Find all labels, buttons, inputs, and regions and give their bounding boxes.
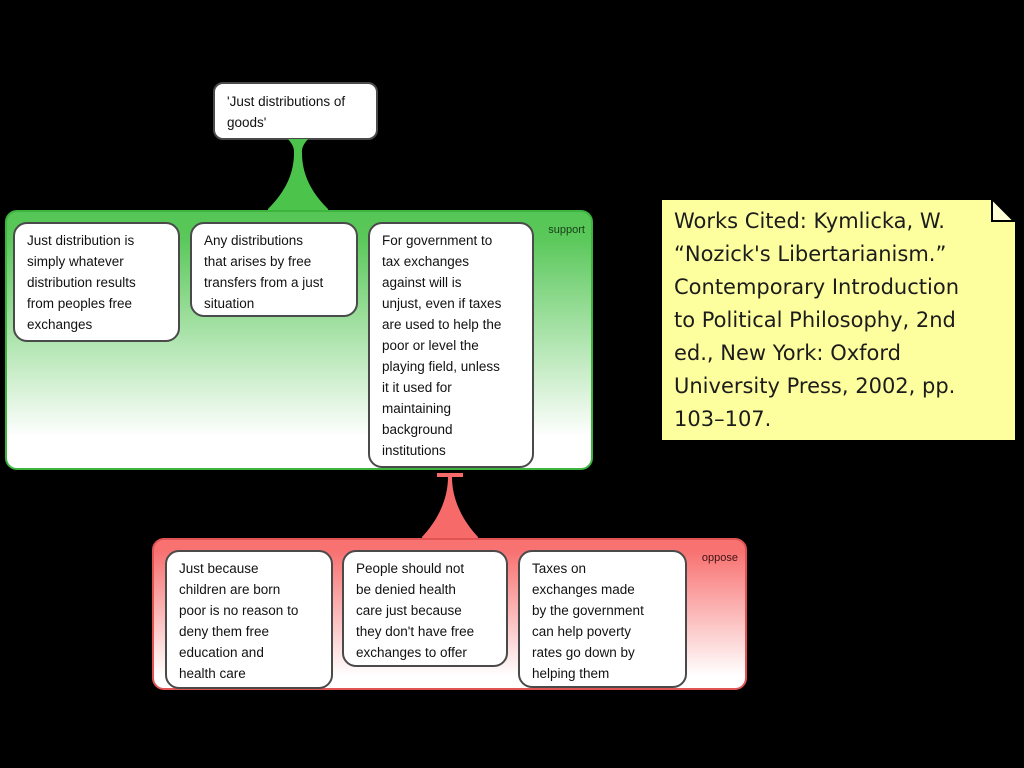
support-statement-3[interactable]: For government to tax exchanges against …: [368, 222, 534, 468]
works-cited-note[interactable]: Works Cited: Kymlicka, W. “Nozick's Libe…: [660, 198, 1017, 442]
support-statement-1[interactable]: Just distribution is simply whatever dis…: [13, 222, 180, 342]
oppose-connector-bar: [437, 473, 463, 477]
support-connector[interactable]: [268, 139, 328, 211]
oppose-statement-3[interactable]: Taxes on exchanges made by the governmen…: [518, 550, 687, 688]
support-statement-3-text: For government to tax exchanges against …: [382, 233, 502, 458]
oppose-group[interactable]: oppose Just because children are born po…: [152, 538, 747, 690]
claim-text: 'Just distributions of goods': [227, 94, 346, 130]
oppose-group-label: oppose: [701, 552, 738, 564]
support-statement-2-text: Any distributions that arises by free tr…: [204, 233, 324, 311]
oppose-statement-1-text: Just because children are born poor is n…: [179, 561, 299, 681]
oppose-connector[interactable]: [422, 477, 478, 539]
oppose-statement-1[interactable]: Just because children are born poor is n…: [165, 550, 333, 689]
oppose-statement-2[interactable]: People should not be denied health care …: [342, 550, 508, 667]
claim-node[interactable]: 'Just distributions of goods': [213, 82, 378, 140]
support-group[interactable]: support Just distribution is simply what…: [5, 210, 593, 470]
support-group-label: support: [548, 224, 585, 236]
oppose-statement-2-text: People should not be denied health care …: [356, 561, 475, 660]
works-cited-text: Works Cited: Kymlicka, W. “Nozick's Libe…: [674, 209, 960, 431]
support-statement-1-text: Just distribution is simply whatever dis…: [27, 233, 136, 332]
oppose-statement-3-text: Taxes on exchanges made by the governmen…: [532, 561, 644, 681]
note-fold-corner-icon: [991, 200, 1015, 222]
support-statement-2[interactable]: Any distributions that arises by free tr…: [190, 222, 358, 317]
